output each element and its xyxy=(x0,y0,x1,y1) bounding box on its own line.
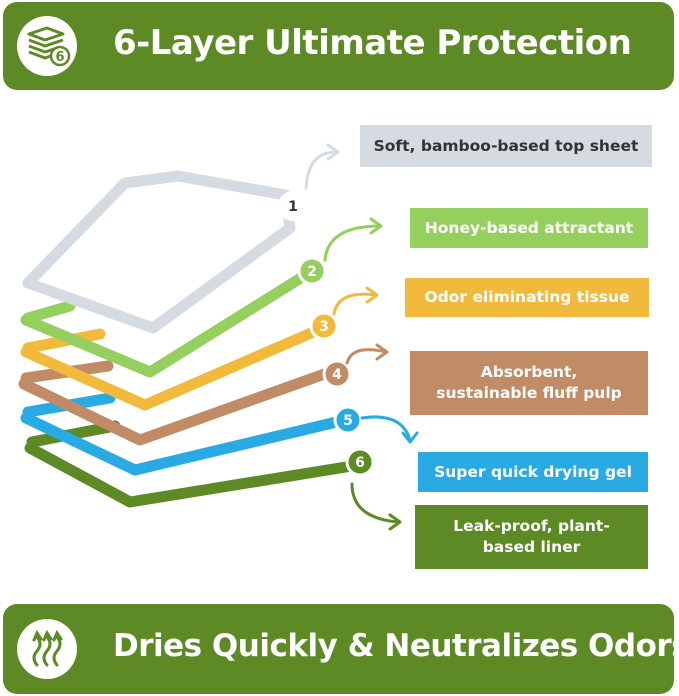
layer-number-markers: 1 2 3 4 5 6 xyxy=(278,191,375,477)
footer-banner: Dries Quickly & Neutralizes Odors xyxy=(3,604,679,694)
layer-3-label: Odor eliminating tissue xyxy=(405,278,649,317)
layer-6-number: 6 xyxy=(355,455,365,471)
layer-5-label: Super quick drying gel xyxy=(418,452,648,492)
layer-1-marker: 1 xyxy=(278,191,308,221)
layers-icon-badge: 6 xyxy=(55,50,64,65)
layers-icon: 6 xyxy=(17,16,77,76)
odor-waves-icon xyxy=(17,619,77,679)
arrow-4 xyxy=(345,348,388,365)
arrow-1 xyxy=(304,150,338,190)
layer-6-sheet xyxy=(24,420,358,508)
layer-1-number: 1 xyxy=(288,199,298,215)
arrow-5 xyxy=(360,415,412,442)
layer-5-marker: 5 xyxy=(333,405,363,435)
layer-2-number: 2 xyxy=(307,264,317,280)
layer-5-number: 5 xyxy=(343,413,353,429)
layer-2-marker: 2 xyxy=(297,256,327,286)
layer-2-label: Honey-based attractant xyxy=(410,208,648,248)
arrow-6 xyxy=(350,482,400,524)
layer-1-label: Soft, bamboo-based top sheet xyxy=(360,125,652,167)
layer-6-label: Leak-proof, plant-based liner xyxy=(415,505,648,569)
layer-6-marker: 6 xyxy=(345,447,375,477)
layer-4-label: Absorbent, sustainable fluff pulp xyxy=(410,351,648,415)
arrow-2 xyxy=(323,224,382,262)
header-title: 6-Layer Ultimate Protection xyxy=(113,23,632,63)
layer-3-number: 3 xyxy=(319,319,329,335)
layer-2-sheet xyxy=(20,270,310,378)
footer-title: Dries Quickly & Neutralizes Odors xyxy=(113,628,679,664)
arrow-3 xyxy=(332,292,378,316)
layer-4-marker: 4 xyxy=(322,359,352,389)
layer-4-number: 4 xyxy=(332,367,342,383)
header-banner: 6 6-Layer Ultimate Protection xyxy=(3,2,674,90)
layer-3-marker: 3 xyxy=(309,311,339,341)
